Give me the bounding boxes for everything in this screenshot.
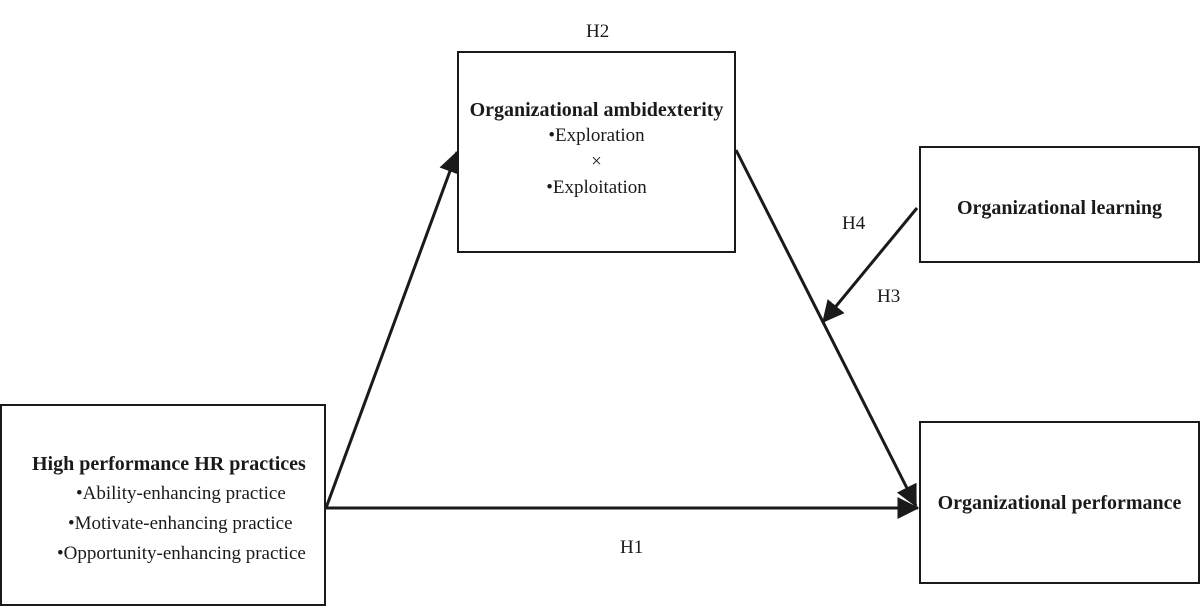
- arrow-hr-to-ambidexterity: [324, 150, 461, 509]
- learning-box: Organizational learning: [919, 146, 1200, 263]
- arrow-learning-moderation: [821, 207, 919, 324]
- performance-box: Organizational performance: [919, 421, 1200, 584]
- learning-title: Organizational learning: [957, 197, 1162, 219]
- hr-practices-box: High performance HR practices •Ability-e…: [0, 404, 326, 606]
- hypothesis-label-h1: H1: [620, 537, 644, 558]
- interaction-symbol: ×: [591, 151, 602, 172]
- arrow-ambidexterity-to-performance: [734, 149, 918, 508]
- hr-practice-item: •Ability-enhancing practice: [76, 483, 286, 504]
- hypothesis-label-h4: H4: [842, 213, 866, 234]
- hr-practices-title: High performance HR practices: [32, 453, 306, 475]
- hr-practice-item: •Opportunity-enhancing practice: [57, 543, 306, 564]
- ambidexterity-box: Organizational ambidexterity •Exploratio…: [457, 51, 736, 253]
- ambidexterity-content: Organizational ambidexterity •Exploratio…: [459, 97, 734, 201]
- performance-title: Organizational performance: [937, 492, 1182, 514]
- hypothesis-label-h3: H3: [877, 286, 901, 307]
- ambidexterity-item: •Exploitation: [546, 177, 647, 198]
- hr-practice-item: •Motivate-enhancing practice: [68, 513, 293, 534]
- hypothesis-label-h2: H2: [586, 21, 610, 42]
- ambidexterity-title: Organizational ambidexterity: [469, 99, 724, 121]
- ambidexterity-item: •Exploration: [548, 125, 645, 146]
